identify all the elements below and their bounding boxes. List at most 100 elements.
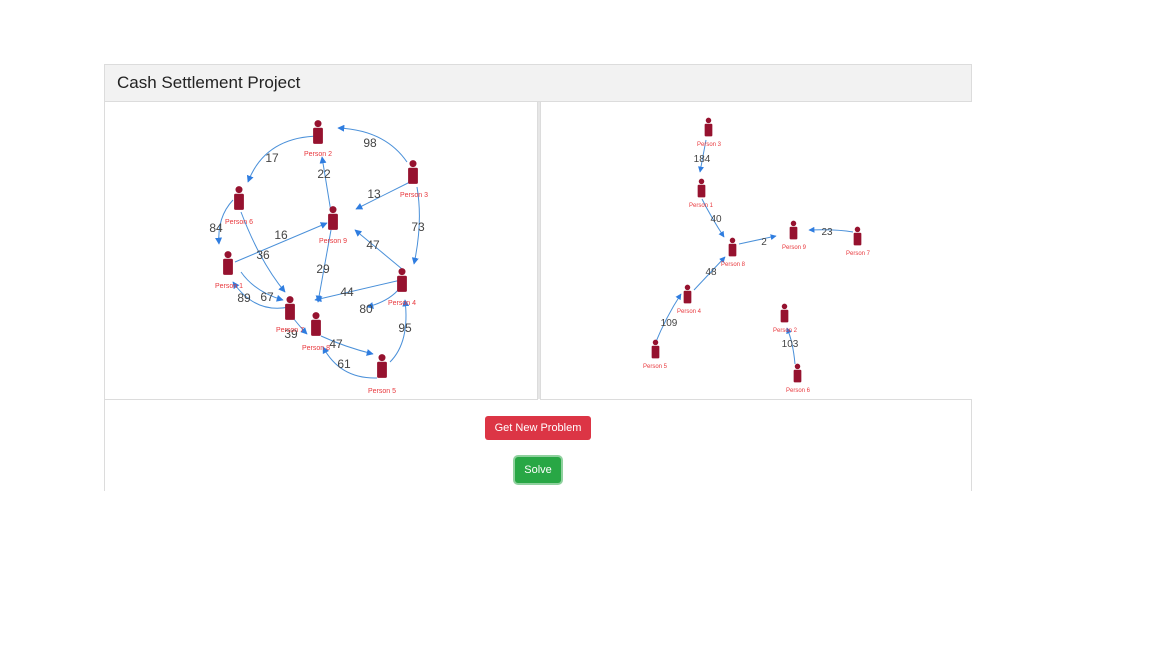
edge-weight-label: 184	[694, 154, 711, 165]
edge	[738, 234, 777, 245]
problem-edges	[215, 124, 420, 379]
problem-graph: 17 98 22 13 84 16 73 36 47 29 44 89 67 8…	[209, 120, 428, 395]
person-icon	[789, 220, 798, 240]
node-label: Person 9	[782, 245, 807, 251]
node-label: Person 6	[786, 388, 811, 394]
problem-node-labels: Person 2 Person 3 Person 6 Person 9 Pers…	[215, 151, 428, 395]
node-label: Person 7	[276, 327, 304, 334]
node-label: Person 4	[388, 300, 416, 307]
edge	[354, 229, 403, 270]
edge	[234, 222, 328, 263]
edge	[240, 211, 286, 293]
person-icon	[793, 363, 802, 383]
project-card: Cash Settlement Project	[104, 64, 972, 491]
edge-weight-label: 36	[256, 248, 270, 262]
node-label: Person 6	[225, 219, 253, 226]
edge-weight-label: 103	[782, 339, 799, 350]
get-new-problem-button[interactable]: Get New Problem	[485, 416, 591, 440]
person-icon	[397, 268, 407, 292]
person-icon	[780, 303, 789, 323]
edge	[246, 135, 320, 183]
page-title: Cash Settlement Project	[117, 73, 301, 92]
edge-weight-label: 84	[209, 221, 223, 235]
person-icon	[285, 296, 295, 320]
edge-weight-label: 109	[661, 318, 678, 329]
person-icon	[234, 186, 244, 210]
node-label: Person 8	[302, 345, 330, 352]
solution-graph: 184 40 2 23 48 109 103 Person 3	[643, 117, 871, 394]
edge	[232, 281, 290, 309]
problem-edge-labels: 17 98 22 13 84 16 73 36 47 29 44 89 67 8…	[209, 136, 425, 371]
edge	[701, 198, 725, 238]
person-icon	[853, 226, 862, 246]
edge-weight-label: 47	[366, 238, 380, 252]
person-icon	[704, 117, 713, 137]
person-icon	[223, 251, 233, 275]
person-icon	[313, 120, 323, 144]
problem-nodes	[223, 120, 418, 378]
edge-weight-label: 29	[316, 262, 330, 276]
solution-edge-labels: 184 40 2 23 48 109 103	[661, 154, 833, 350]
edge	[808, 226, 854, 233]
node-label: Person 1	[689, 203, 714, 209]
edge	[337, 124, 408, 163]
edge-weight-label: 44	[340, 285, 354, 299]
edge	[314, 279, 402, 302]
edge	[315, 229, 332, 303]
solution-nodes	[651, 117, 862, 383]
person-icon	[728, 237, 737, 257]
node-label: Person 2	[773, 328, 798, 334]
edge	[786, 327, 796, 365]
node-label: Person 2	[304, 151, 332, 158]
person-icon	[683, 284, 692, 304]
edge	[654, 293, 682, 345]
solution-graph-panel: 184 40 2 23 48 109 103 Person 3	[540, 102, 972, 400]
node-label: Person 8	[721, 262, 746, 268]
edge	[322, 346, 378, 379]
person-icon	[377, 354, 387, 378]
edge-weight-label: 48	[705, 267, 717, 278]
edge-weight-label: 39	[284, 327, 298, 341]
node-label: Person 5	[643, 364, 668, 370]
edge-weight-label: 80	[359, 302, 373, 316]
edge-weight-label: 13	[367, 187, 381, 201]
solution-node-labels: Person 3 Person 1 Person 8 Person 9 Pers…	[643, 142, 871, 394]
node-label: Person 4	[677, 309, 702, 315]
edge-weight-label: 17	[265, 151, 279, 165]
person-icon	[311, 312, 321, 336]
solution-edges	[654, 139, 854, 365]
node-label: Person 3	[400, 192, 428, 199]
edge-weight-label: 22	[317, 167, 331, 181]
node-label: Person 1	[215, 283, 243, 290]
edge	[698, 139, 707, 173]
edge-weight-label: 2	[761, 237, 767, 248]
node-label: Person 7	[846, 251, 871, 257]
edge	[320, 335, 374, 356]
node-label: Person 3	[697, 142, 722, 148]
edge-weight-label: 98	[363, 136, 377, 150]
edge	[411, 186, 420, 265]
card-header: Cash Settlement Project	[105, 65, 971, 102]
edge-weight-label: 67	[260, 290, 274, 304]
solve-button[interactable]: Solve	[515, 457, 561, 483]
edge	[215, 199, 234, 245]
edge	[389, 299, 410, 363]
person-icon	[651, 339, 660, 359]
edge-weight-label: 95	[398, 321, 412, 335]
node-label: Person 5	[368, 388, 396, 395]
edge-weight-label: 16	[274, 228, 288, 242]
edge	[693, 256, 726, 291]
person-icon	[697, 178, 706, 198]
edge-weight-label: 23	[821, 227, 833, 238]
edge-weight-label: 40	[710, 214, 722, 225]
person-icon	[408, 160, 418, 184]
edge-weight-label: 89	[237, 291, 251, 305]
panel-divider	[538, 102, 540, 399]
node-label: Person 9	[319, 238, 347, 245]
edge-weight-label: 73	[411, 220, 425, 234]
edge-weight-label: 47	[329, 337, 343, 351]
edge	[319, 156, 332, 213]
person-icon	[328, 206, 338, 230]
edge	[240, 271, 284, 302]
edge	[355, 181, 411, 210]
